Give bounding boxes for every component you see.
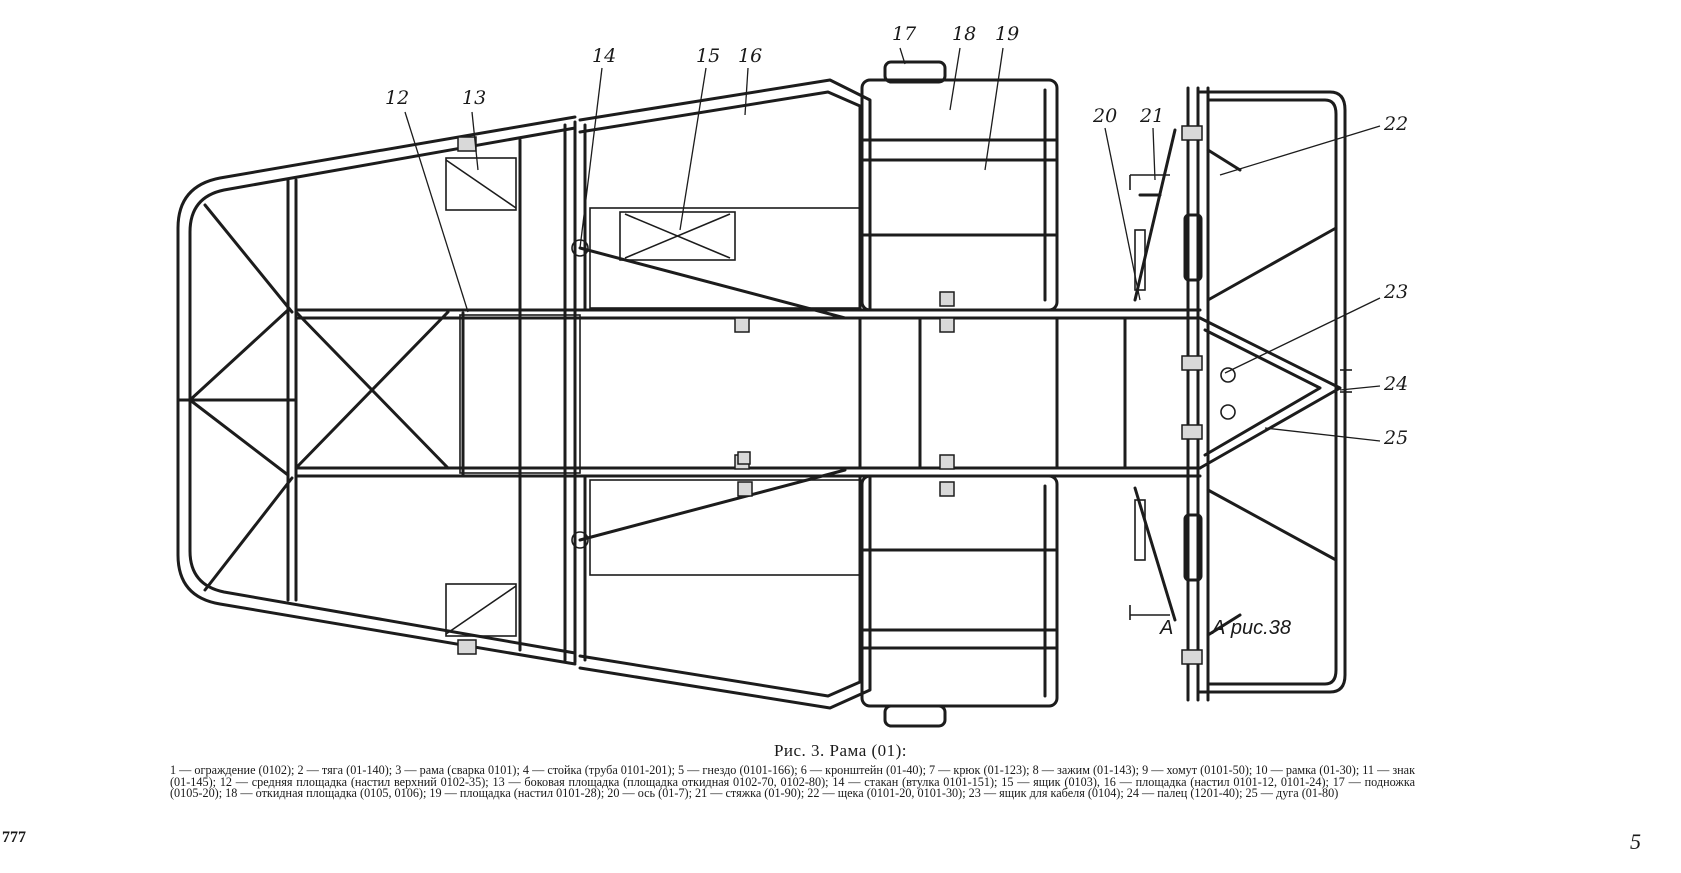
callout-12: 12 bbox=[385, 87, 409, 109]
legend: 1 — ограждение (0102); 2 — тяга (01-140)… bbox=[170, 763, 1415, 800]
legend-item: 17 — подножка (0105-20); bbox=[170, 774, 1415, 800]
legend-item: 13 — боковая площадка (площадка откидная… bbox=[492, 774, 833, 789]
legend-item: 19 — площадка (настил 0101-28); bbox=[429, 786, 608, 800]
callout-15: 15 bbox=[696, 45, 720, 67]
legend-item: 23 — ящик для кабеля (0104); bbox=[968, 786, 1127, 800]
legend-item: 7 — крюк (01-123); bbox=[929, 763, 1033, 777]
legend-item: 6 — кронштейн (01-40); bbox=[800, 763, 930, 777]
legend-item: 21 — стяжка (01-90); bbox=[695, 786, 808, 800]
legend-item: 9 — хомут (0101-50); bbox=[1142, 763, 1256, 777]
legend-item: 25 — дуга (01-80) bbox=[1245, 786, 1339, 800]
figure-title: Рис. 3. Рама (01): bbox=[773, 741, 908, 760]
callout-22: 22 bbox=[1383, 113, 1408, 135]
front-arc bbox=[1196, 90, 1347, 694]
legend-item: 18 — откидная площадка (0105, 0106); bbox=[225, 786, 430, 800]
callout-17: 17 bbox=[892, 23, 917, 45]
callout-19: 19 bbox=[995, 23, 1019, 45]
legend-item: 3 — рама (сварка 0101); bbox=[395, 763, 523, 777]
rear-guard bbox=[176, 115, 577, 666]
callout-13: 13 bbox=[462, 87, 486, 109]
legend-item: 20 — ось (01-7); bbox=[607, 786, 696, 800]
legend-item: 8 — зажим (01-143); bbox=[1032, 763, 1143, 777]
callout-23: 23 bbox=[1383, 281, 1408, 303]
step-top bbox=[883, 60, 947, 84]
callout-20: 20 bbox=[1092, 105, 1117, 127]
callout-24: 24 bbox=[1383, 373, 1408, 395]
step-bottom bbox=[883, 704, 947, 728]
legend-item: 5 — гнездо (0101-166); bbox=[678, 763, 801, 777]
legend-item: 12 — средняя площадка (настил верхний 01… bbox=[219, 774, 493, 789]
page-code: 777 bbox=[2, 829, 26, 846]
section-letter-a: А bbox=[1159, 617, 1173, 639]
callout-18: 18 bbox=[952, 23, 976, 45]
legend-item: 11 — знак (01-145); bbox=[170, 763, 1415, 789]
legend-item: 10 — рамка (01-30); bbox=[1255, 763, 1363, 777]
legend-item: 1 — ограждение (0102); bbox=[170, 763, 298, 777]
callout-16: 16 bbox=[738, 45, 762, 67]
legend-item: 15 — ящик (0103), bbox=[1001, 774, 1104, 789]
callout-25: 25 bbox=[1383, 427, 1408, 449]
legend-item: 24 — палец (1201-40); bbox=[1126, 786, 1246, 800]
legend-item: 16 — площадка (настил 0101-12, 0101-24); bbox=[1103, 774, 1333, 789]
page-number: 5 bbox=[1630, 829, 1641, 854]
callout-14: 14 bbox=[592, 45, 616, 67]
legend-item: 4 — стойка (труба 0101-201); bbox=[522, 763, 679, 777]
legend-item: 14 — стакан (втулка 0101-151); bbox=[832, 774, 1002, 789]
view-note: А рис.38 bbox=[1211, 617, 1291, 639]
legend-item: 22 — щека (0101-20, 0101-30); bbox=[807, 786, 969, 800]
callout-21: 21 bbox=[1139, 105, 1164, 127]
legend-item: 2 — тяга (01-140); bbox=[297, 763, 396, 777]
